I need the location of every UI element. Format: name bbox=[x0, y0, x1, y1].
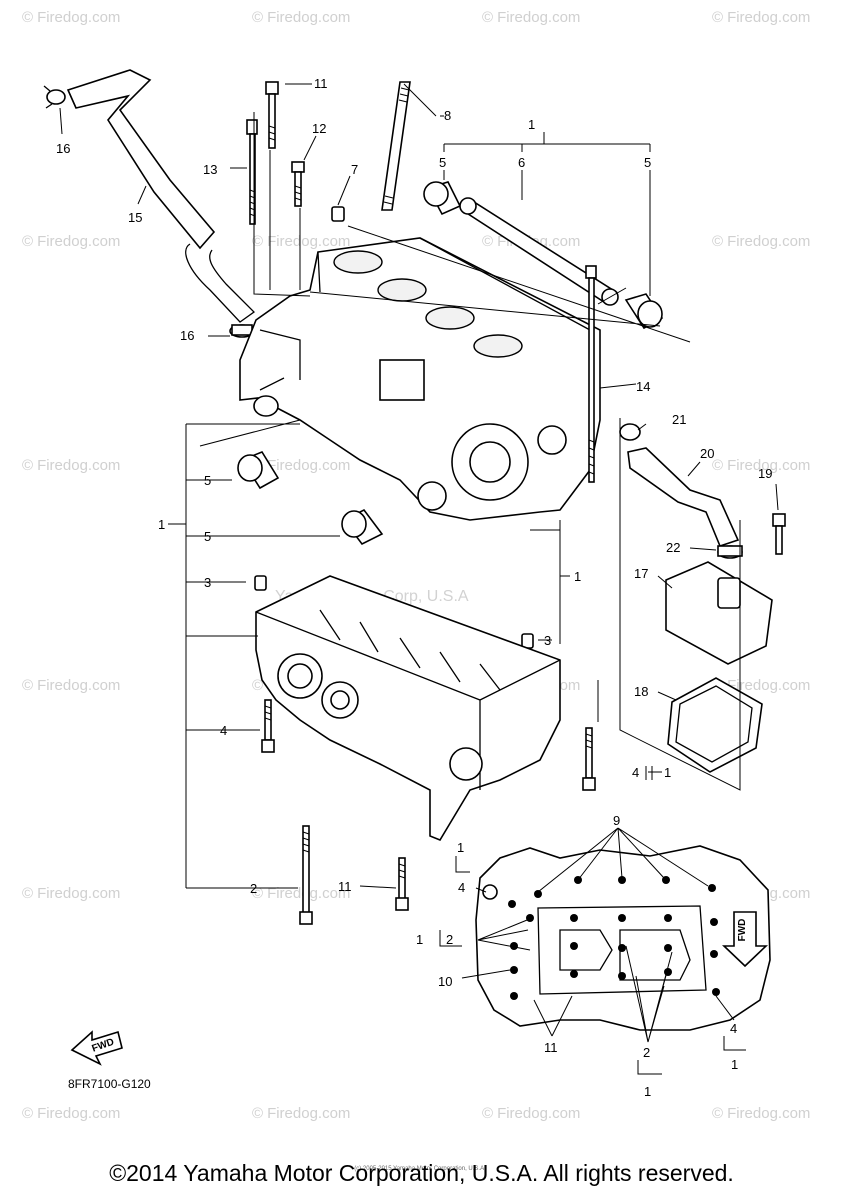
bolt-14 bbox=[585, 265, 597, 483]
bushing-5-right bbox=[624, 293, 664, 330]
fwd-arrow-icon-bottom: FWD bbox=[70, 1030, 123, 1066]
plate-18 bbox=[667, 677, 763, 773]
callout-1-top: 1 bbox=[528, 117, 535, 132]
dowel-3-left bbox=[254, 575, 267, 591]
callout-3-left: 3 bbox=[204, 575, 211, 590]
callout-13: 13 bbox=[203, 162, 217, 177]
callout-1-right: 1 bbox=[574, 569, 581, 584]
callout-17: 17 bbox=[634, 566, 648, 581]
watermark: ©Firedog.com bbox=[22, 9, 120, 26]
bolt-13 bbox=[246, 119, 258, 225]
callout-4-left: 4 bbox=[220, 723, 227, 738]
callout-1-left: 1 bbox=[158, 517, 165, 532]
bolt-pattern-view bbox=[475, 845, 771, 1031]
watermark: ©Firedog.com bbox=[22, 677, 120, 694]
callout-8: 8 bbox=[444, 108, 451, 123]
callout-16-lower: 16 bbox=[180, 328, 194, 343]
bolt-hole-markers bbox=[508, 876, 720, 1000]
callout-22: 22 bbox=[666, 540, 680, 555]
callout-16: 16 bbox=[56, 141, 70, 156]
watermark: ©Firedog.com bbox=[712, 9, 810, 26]
watermark: ©Firedog.com bbox=[22, 885, 120, 902]
callout-labels: 16 15 16 13 11 12 7 8 1 5 6 5 14 21 20 1… bbox=[56, 76, 772, 1099]
callout-15: 15 bbox=[128, 210, 142, 225]
svg-text:FWD: FWD bbox=[737, 919, 748, 942]
lower-crankcase bbox=[255, 575, 561, 841]
callout-6: 6 bbox=[518, 155, 525, 170]
small-copyright: (c) 2005-2015 Yamaha Motor Corporation, … bbox=[354, 1166, 486, 1172]
callout-3-right: 3 bbox=[544, 633, 551, 648]
leader-lines bbox=[59, 83, 779, 1075]
watermark: ©Firedog.com bbox=[712, 457, 810, 474]
callout-4-right: 4 bbox=[632, 765, 639, 780]
bolt-11-lower bbox=[395, 857, 409, 911]
callout-18: 18 bbox=[634, 684, 648, 699]
bolt-19 bbox=[772, 513, 786, 555]
callout-1-bottom: 1 bbox=[644, 1084, 651, 1099]
callout-2-box-left: 2 bbox=[446, 932, 453, 947]
shaft-6 bbox=[459, 197, 619, 306]
watermark: ©Firedog.com bbox=[482, 1105, 580, 1122]
fwd-arrow-icon: FWD bbox=[722, 911, 768, 968]
callout-19: 19 bbox=[758, 466, 772, 481]
watermark: ©Firedog.com bbox=[252, 1105, 350, 1122]
callout-2-left: 2 bbox=[250, 881, 257, 896]
callout-11: 11 bbox=[314, 76, 328, 91]
bushing-5-a bbox=[237, 451, 280, 490]
watermark: ©Firedog.com bbox=[712, 1105, 810, 1122]
callout-21: 21 bbox=[672, 412, 686, 427]
callout-1-bottom-right: 1 bbox=[731, 1057, 738, 1072]
watermark: ©Firedog.com bbox=[252, 9, 350, 26]
watermark: ©Firedog.com bbox=[22, 233, 120, 250]
hose-clamp-16-lower bbox=[229, 324, 255, 338]
callout-5-top-right: 5 bbox=[644, 155, 651, 170]
callout-4-box-top: 4 bbox=[458, 880, 465, 895]
callout-7: 7 bbox=[351, 162, 358, 177]
callout-1-right-ref: 1 bbox=[664, 765, 671, 780]
callout-12: 12 bbox=[312, 121, 326, 136]
callout-4-bottom-right: 4 bbox=[730, 1021, 737, 1036]
clamp-22 bbox=[717, 545, 743, 559]
watermark-grid: ©Firedog.com ©Firedog.com ©Firedog.com ©… bbox=[22, 9, 810, 1122]
clamp-21 bbox=[619, 423, 641, 441]
callout-5-top-left: 5 bbox=[439, 155, 446, 170]
callout-14: 14 bbox=[636, 379, 650, 394]
callout-20: 20 bbox=[700, 446, 714, 461]
callout-11-lower: 11 bbox=[338, 879, 352, 894]
diagram-code: 8FR7100-G120 bbox=[68, 1077, 151, 1091]
watermark: ©Firedog.com bbox=[22, 457, 120, 474]
bolt-11 bbox=[265, 81, 279, 149]
bolt-4-right bbox=[582, 727, 596, 791]
callout-5-left-b: 5 bbox=[204, 529, 211, 544]
upper-crankcase bbox=[239, 237, 601, 521]
stud-8 bbox=[381, 81, 411, 211]
callout-10: 10 bbox=[438, 974, 452, 989]
bolt-4-left bbox=[261, 699, 275, 753]
dowel-7 bbox=[331, 206, 345, 222]
copyright-notice: ©2014 Yamaha Motor Corporation, U.S.A. A… bbox=[109, 1160, 734, 1186]
callout-1-box-top: 1 bbox=[457, 840, 464, 855]
watermark: ©Firedog.com bbox=[22, 1105, 120, 1122]
callout-2-bottom: 2 bbox=[643, 1045, 650, 1060]
bolt-2 bbox=[299, 825, 313, 925]
bushing-5-left bbox=[423, 181, 462, 216]
watermark: ©Firedog.com bbox=[482, 9, 580, 26]
hose-20 bbox=[627, 447, 740, 547]
hose-clamp-16 bbox=[43, 85, 66, 109]
callout-1-box-left: 1 bbox=[416, 932, 423, 947]
bolt-12 bbox=[291, 161, 305, 207]
watermark: ©Firedog.com bbox=[252, 233, 350, 250]
callout-5-left-a: 5 bbox=[204, 473, 211, 488]
callout-11-bottom: 11 bbox=[544, 1040, 558, 1055]
breather-cover-17 bbox=[665, 561, 773, 665]
bushing-5-b bbox=[341, 508, 384, 546]
breather-hose-15 bbox=[66, 69, 256, 323]
watermark: ©Firedog.com bbox=[712, 233, 810, 250]
callout-9: 9 bbox=[613, 813, 620, 828]
